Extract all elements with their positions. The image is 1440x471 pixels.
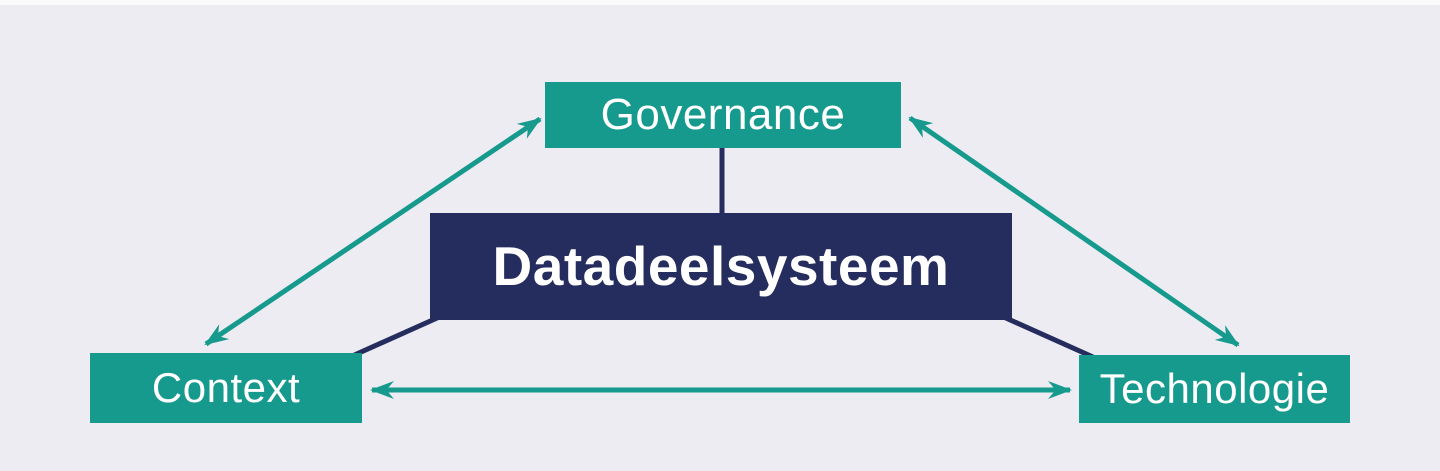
node-context: Context bbox=[90, 353, 362, 423]
node-governance: Governance bbox=[545, 82, 901, 148]
node-governance-label: Governance bbox=[600, 90, 846, 139]
node-technologie: Technologie bbox=[1079, 355, 1350, 423]
edge-datadeelsysteem-technologie bbox=[995, 311, 1095, 360]
node-context-label: Context bbox=[151, 364, 301, 411]
edge-governance-context bbox=[204, 116, 542, 347]
edge-datadeelsysteem-context bbox=[348, 311, 448, 360]
node-datadeelsysteem-label: Datadeelsysteem bbox=[492, 235, 950, 297]
edge-governance-technologie bbox=[908, 115, 1240, 348]
top-strip bbox=[0, 0, 1440, 5]
node-datadeelsysteem: Datadeelsysteem bbox=[430, 213, 1012, 320]
node-technologie-label: Technologie bbox=[1099, 365, 1330, 412]
